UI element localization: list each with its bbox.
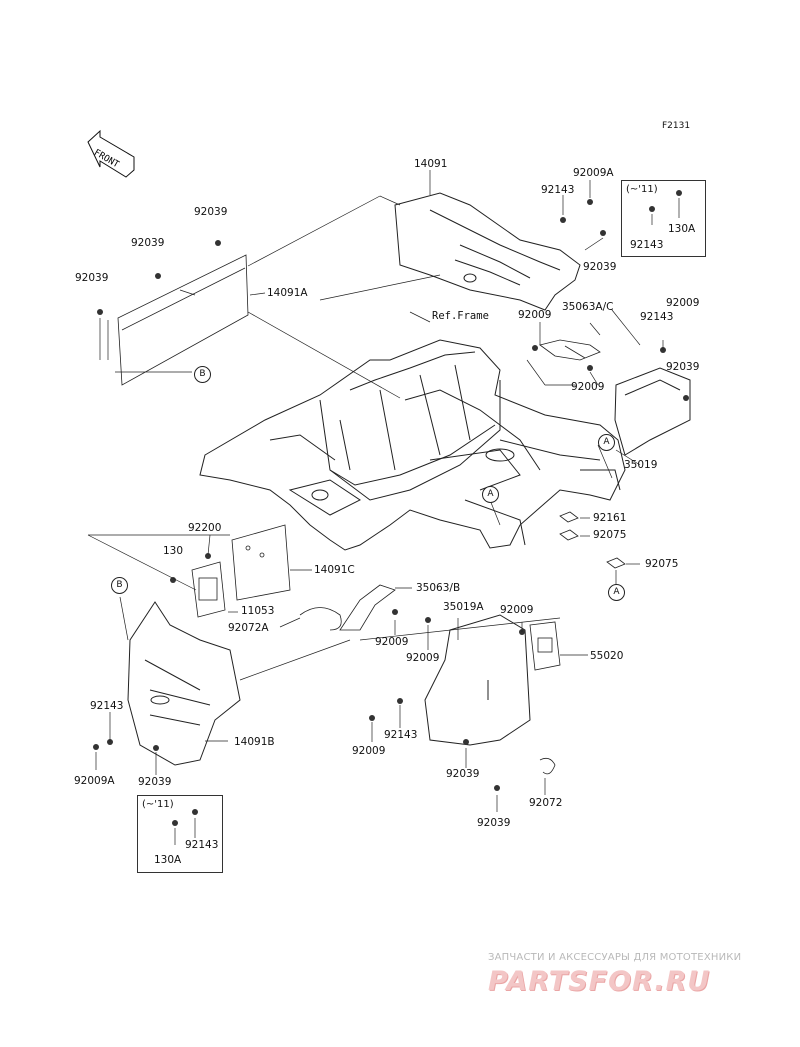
mud-guard-35019A [424, 614, 531, 746]
part-label: 92009 [406, 652, 440, 664]
ref-circle-b: B [194, 366, 211, 383]
ref-frame-label: Ref.Frame [432, 310, 489, 322]
part-label: 14091 [414, 158, 448, 170]
band-92072A [299, 607, 342, 631]
front-arrow [87, 129, 135, 178]
ref-circle-a: A [608, 584, 625, 601]
ref-circle-b: B [111, 577, 128, 594]
side-cover-14091B [127, 601, 241, 766]
inset-title: (~'11) [142, 799, 174, 810]
part-label: 92009A [573, 167, 614, 179]
main-frame [199, 339, 626, 551]
inset-part-label: 130A [154, 854, 182, 866]
ref-circle-a: A [482, 486, 499, 503]
side-cover-14091 [394, 192, 581, 311]
ref-circle-a: A [598, 434, 615, 451]
inset-part-label: 130A [668, 223, 696, 235]
part-label: 92072 [529, 797, 563, 809]
part-label: 130 [163, 545, 184, 557]
bracket-35063AC [539, 339, 601, 361]
part-label: 92039 [75, 272, 109, 284]
part-label: 35019 [624, 459, 658, 471]
clip-92072 [539, 757, 556, 775]
part-label: 14091C [314, 564, 355, 576]
part-label: 35063/B [416, 582, 461, 594]
part-label: 92143 [640, 311, 674, 323]
inset-title: (~'11) [626, 184, 658, 195]
plate-14091C [231, 524, 291, 601]
part-label: 92039 [138, 776, 172, 788]
part-label: 35019A [443, 601, 484, 613]
part-label: 92161 [593, 512, 627, 524]
part-label: 92039 [666, 361, 700, 373]
leader-lines [87, 170, 680, 845]
part-label: 92009 [666, 297, 700, 309]
part-label: 92009 [375, 636, 409, 648]
part-label: 14091B [234, 736, 275, 748]
part-label: 92039 [446, 768, 480, 780]
part-label: 92039 [477, 817, 511, 829]
inset-top-right: (~'11) 92143 130A [621, 180, 706, 257]
part-label: 92200 [188, 522, 222, 534]
part-label: 92009A [74, 775, 115, 787]
bracket-11053 [191, 561, 226, 618]
part-label: 92072A [228, 622, 269, 634]
watermark-tagline: ЗАПЧАСТИ И АКСЕССУАРЫ ДЛЯ МОТОТЕХНИКИ [488, 952, 742, 963]
mud-guard-35019 [614, 367, 691, 456]
inset-bottom-left: (~'11) 92143 130A [137, 795, 223, 873]
bracket-55020 [529, 621, 561, 671]
part-label: 92039 [194, 206, 228, 218]
part-label: 92009 [352, 745, 386, 757]
washers [559, 511, 626, 569]
part-label: 92143 [90, 700, 124, 712]
watermark-logo: PARTSFOR.RU [488, 966, 711, 997]
part-label: 35063A/C [562, 301, 614, 313]
part-label: 92075 [593, 529, 627, 541]
figure-code: F2131 [662, 121, 691, 131]
part-label: 92039 [583, 261, 617, 273]
fender-panel-14091A [117, 254, 249, 386]
inset-part-label: 92143 [185, 839, 219, 851]
part-label: 14091A [267, 287, 308, 299]
part-label: 92009 [500, 604, 534, 616]
part-label: 92143 [541, 184, 575, 196]
part-label: 92143 [384, 729, 418, 741]
part-label: 92009 [571, 381, 605, 393]
fasteners [93, 190, 689, 826]
part-label: 92039 [131, 237, 165, 249]
part-label: 92009 [518, 309, 552, 321]
part-label: 11053 [241, 605, 275, 617]
part-label: 55020 [590, 650, 624, 662]
inset-part-label: 92143 [630, 239, 664, 251]
part-label: 92075 [645, 558, 679, 570]
bracket-35063B [339, 584, 396, 631]
